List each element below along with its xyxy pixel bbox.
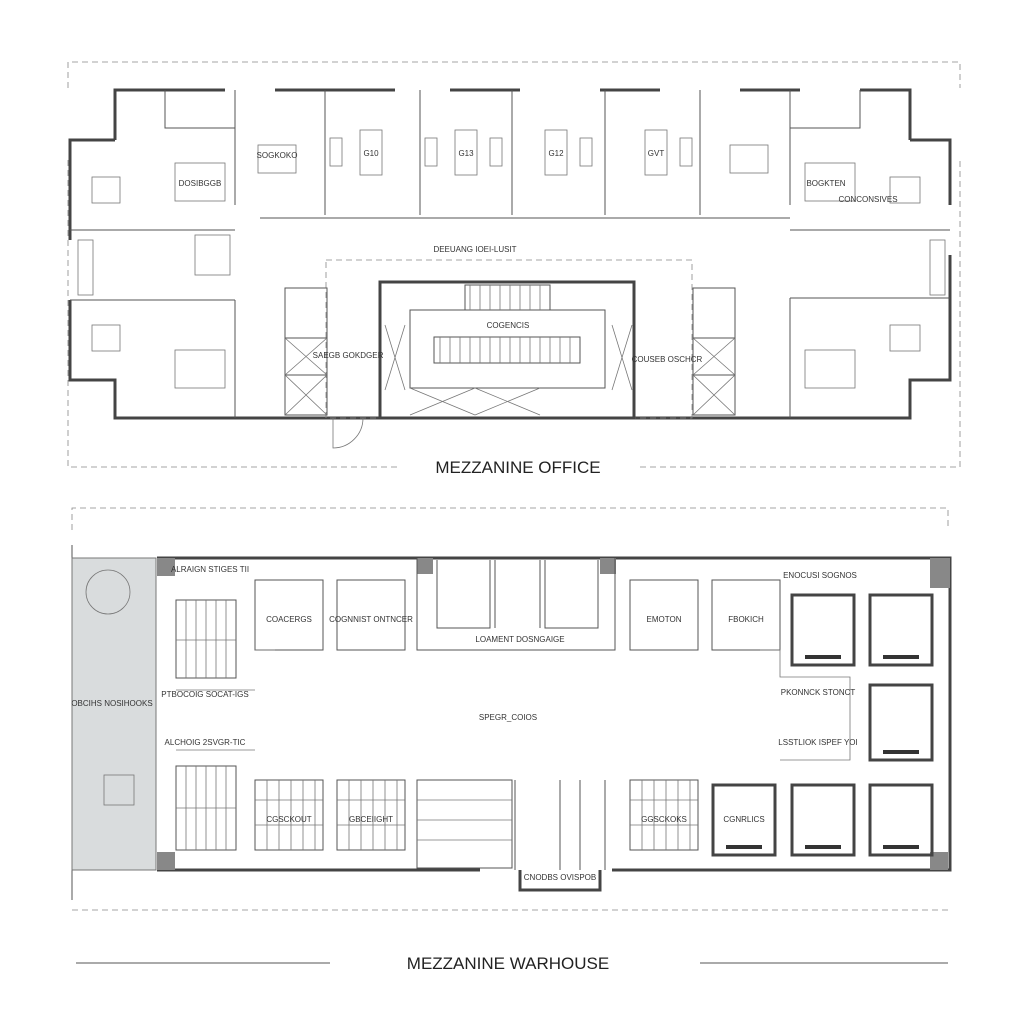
- elevator: [692, 374, 736, 416]
- restroom: [692, 287, 736, 339]
- label-side-strip: OBCIHS NOSIHOOKS: [71, 699, 152, 708]
- storage-bays-bottom: [254, 779, 699, 870]
- label-office-left: DOSIBGGB: [179, 179, 222, 188]
- stair-core: [378, 280, 636, 420]
- label-main-floor: SPEGR_COIOS: [479, 713, 537, 722]
- cubicle-row: [257, 90, 791, 219]
- label-restroom: LOAMENT DOSNGAIGE: [475, 635, 564, 644]
- label-lower-bay: GBCEIIGHT: [349, 815, 393, 824]
- desk: [804, 349, 856, 389]
- core-outline: [325, 259, 693, 419]
- label-bay: COACERGS: [266, 615, 312, 624]
- label-cubicle: G12: [548, 149, 564, 158]
- side-strip-hatched: [71, 557, 157, 871]
- label-bay: COGNNIST ONTNCER: [329, 615, 413, 624]
- label-lower-bay: CGSCKOUT: [266, 815, 311, 824]
- office-exterior-wall: [68, 88, 952, 420]
- label-right-mid: PKONNCK STONCT: [781, 688, 856, 697]
- label-bottom-center: CNODBS OVISPOB: [524, 873, 596, 882]
- restroom-block: [416, 558, 616, 651]
- label-bay: FBOKICH: [728, 615, 764, 624]
- pallet-racks: [175, 599, 237, 851]
- stairs: [464, 284, 551, 311]
- closet: [77, 239, 94, 296]
- label-room: SOGKOKO: [257, 151, 298, 160]
- desk: [91, 176, 121, 204]
- restroom: [284, 287, 328, 339]
- label-cubicle: G10: [363, 149, 379, 158]
- label-left-mid: ALCHOIG 2SVGR-TIC: [165, 738, 246, 747]
- stair-box: [103, 774, 135, 806]
- desk: [889, 176, 921, 204]
- turntable: [85, 569, 131, 615]
- label-dock: CGNRLICS: [723, 815, 764, 824]
- desk: [174, 162, 226, 202]
- restroom-fixture: [194, 234, 231, 276]
- label-office-right-note: CONCONSIVES: [838, 195, 897, 204]
- label-cubicle: GVT: [648, 149, 665, 158]
- right-office-walls: [789, 90, 950, 418]
- warehouse-exterior-wall: [157, 556, 952, 872]
- label-right-mid: LSSTLIOK ISPEF YOI: [778, 738, 857, 747]
- label-core-right: COUSEB OSCHCR: [632, 355, 703, 364]
- warehouse-frame: [71, 507, 949, 911]
- warehouse-title: MEZZANINE WARHOUSE: [407, 954, 609, 973]
- entry-door: [332, 417, 364, 449]
- loading-docks: [711, 593, 934, 857]
- label-cubicle: G13: [458, 149, 474, 158]
- office-plan: DEEUANG IOEI-LUSIT COGENCIS SOGKOKO DOSI…: [67, 61, 961, 477]
- label-core: COGENCIS: [487, 321, 530, 330]
- label-corridor: DEEUANG IOEI-LUSIT: [433, 245, 516, 254]
- warehouse-plan: SPEGR_COIOS OBCIHS NOSIHOOKS ALRAIGN STI…: [71, 507, 952, 973]
- desk: [174, 349, 226, 389]
- storage-bays-top: [254, 579, 781, 651]
- closet: [929, 239, 946, 296]
- office-title: MEZZANINE OFFICE: [435, 458, 600, 477]
- label-core-left: SAEGB GOKDGER: [313, 351, 384, 360]
- label-lower-bay: GGSCKOKS: [641, 815, 687, 824]
- office-frame: [67, 61, 961, 468]
- label-left-mid: PTBOCOIG SOCAT-IGS: [161, 690, 248, 699]
- label-bay: EMOTON: [647, 615, 682, 624]
- desk: [889, 324, 921, 352]
- label-office-right: BOGKTEN: [806, 179, 845, 188]
- elevator: [284, 374, 328, 416]
- stairs: [433, 336, 581, 364]
- label-top-right: ENOCUSI SOGNOS: [783, 571, 857, 580]
- columns: [157, 558, 950, 870]
- left-office-walls: [70, 90, 236, 418]
- label-top-left: ALRAIGN STIGES TII: [171, 565, 249, 574]
- desk: [91, 324, 121, 352]
- desk: [804, 162, 856, 202]
